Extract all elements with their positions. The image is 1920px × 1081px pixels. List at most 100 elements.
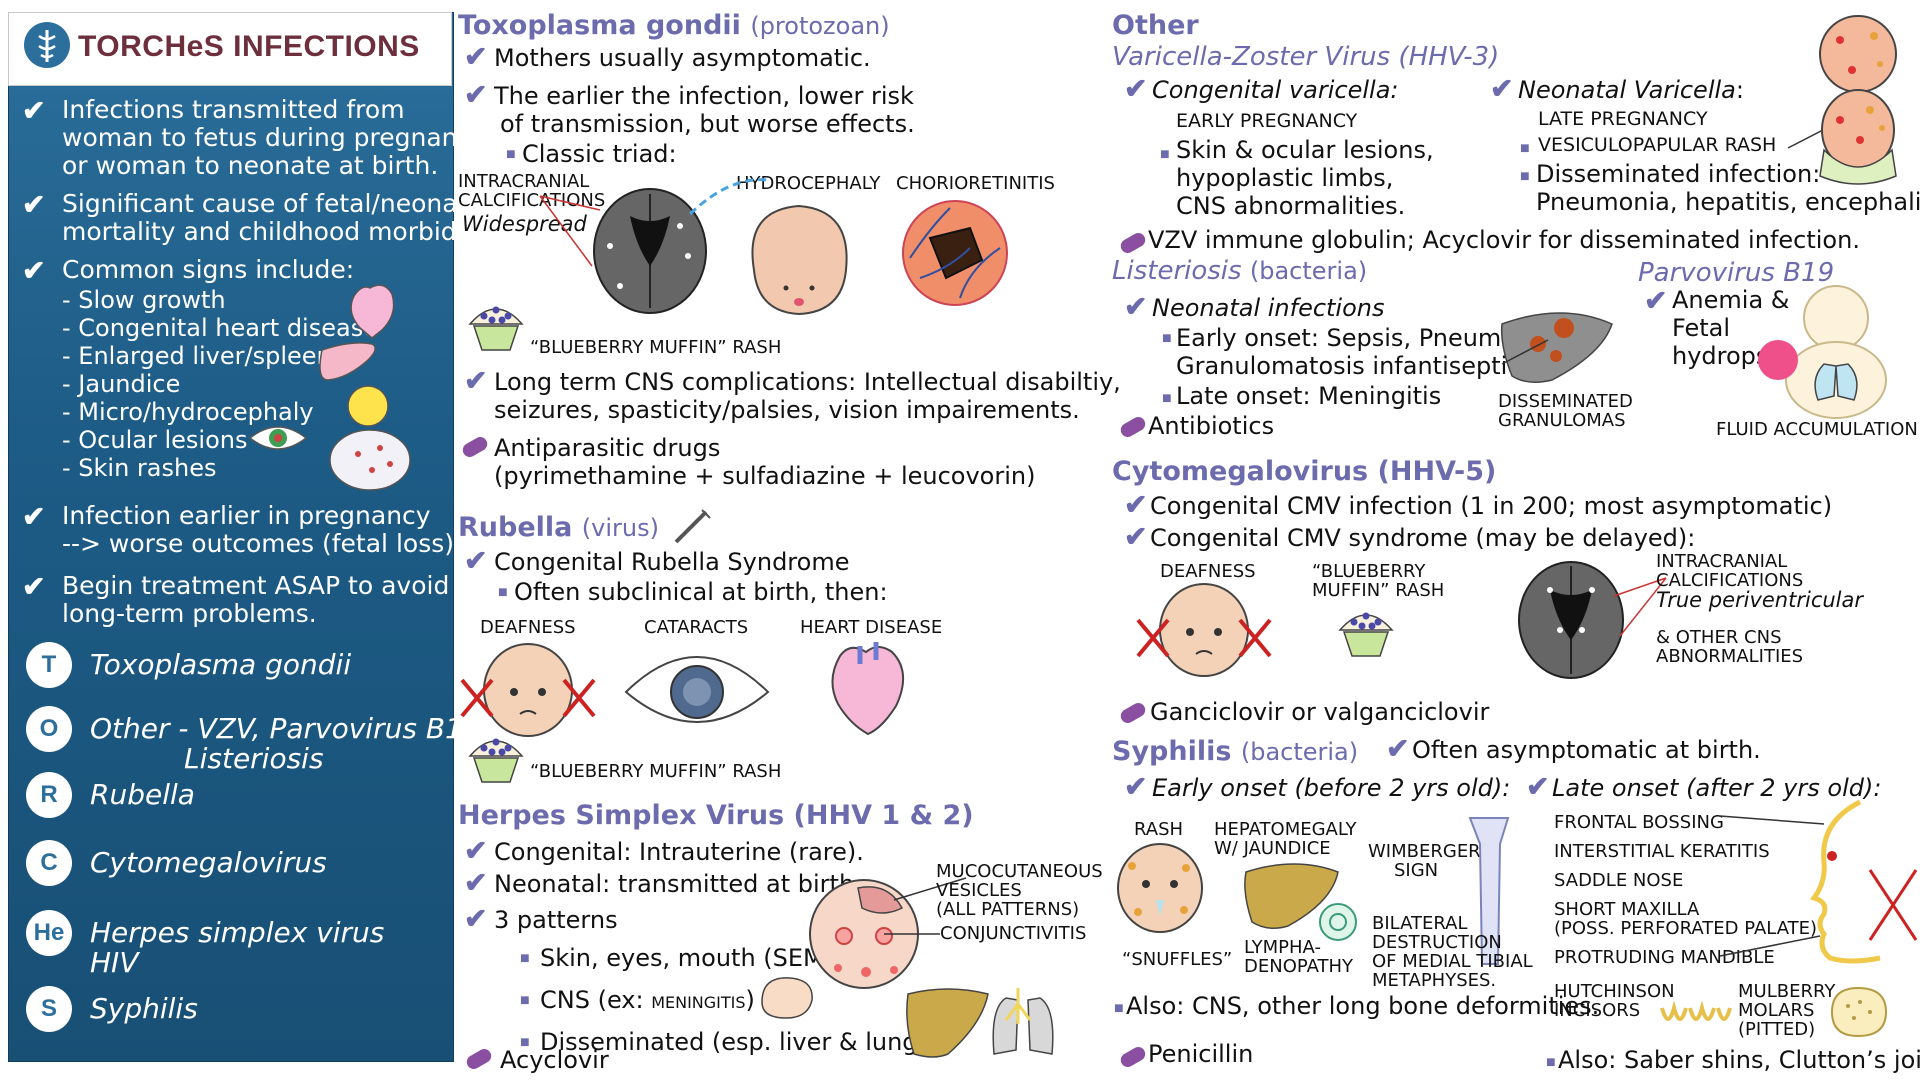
pill-icon — [1118, 414, 1148, 440]
cmv-calc-label: Intracranialcalcifications — [1656, 551, 1804, 591]
title-box — [8, 12, 452, 86]
check-icon: ✔ — [1490, 73, 1514, 104]
acronym-letter-he: He — [26, 910, 72, 956]
syphilis-hepato-label: Hepatomegalyw/ jaundice — [1214, 819, 1357, 859]
cmv-pointer-lines — [1613, 577, 1667, 637]
blueberry-muffin-icon — [1338, 612, 1394, 657]
bullet-icon: ■ — [520, 1034, 530, 1051]
hsv-point-2: Neonatal: transmitted at birth. — [494, 870, 862, 898]
bullet-icon: ■ — [520, 992, 530, 1009]
check-icon: ✔ — [22, 571, 46, 602]
syphilis-snuffles-label: “Snuffles” — [1122, 949, 1233, 970]
check-icon: ✔ — [22, 95, 46, 126]
parvo-header: Parvovirus B19 — [1638, 258, 1835, 288]
syphilis-mulberry-label: Mulberrymolars(pitted) — [1738, 981, 1836, 1040]
heart-organ-icon — [831, 642, 904, 736]
hsv-pattern-1: Skin, eyes, mouth (SEM) — [540, 944, 834, 972]
acronym-letter-s: S — [26, 986, 72, 1032]
cmv-calc-note: True periventricular — [1656, 588, 1864, 612]
acronym-letter-r: R — [26, 772, 72, 818]
syringe-icon — [674, 509, 711, 544]
hsv-treatment: Acyclovir — [500, 1046, 609, 1074]
cmv-point-1: Congenital CMV infection (1 in 200; most… — [1150, 492, 1833, 520]
deaf-baby-face-icon — [460, 643, 596, 737]
bullet-icon: ■ — [1114, 1000, 1124, 1017]
lymph-node-icon — [1319, 903, 1357, 941]
pill-icon — [1118, 1044, 1148, 1070]
sidebar-point-4: Infection earlier in pregnancy--> worse … — [62, 501, 462, 558]
rubella-rash-label: “Blueberry muffin” rash — [530, 761, 782, 782]
check-icon: ✔ — [1124, 489, 1148, 520]
check-icon: ✔ — [22, 189, 46, 220]
heart-icon — [350, 284, 395, 339]
chorioretinitis-eye-icon — [902, 200, 1008, 306]
listeria-early: Early onset: Sepsis, Pneumonia,Granuloma… — [1176, 324, 1561, 380]
acronym-letter-t: T — [26, 642, 72, 688]
hsv-pointer-lines — [884, 877, 967, 935]
check-icon: ✔ — [464, 41, 488, 72]
cmv-brain-icon — [1518, 561, 1624, 679]
rubella-header: Rubella (virus) — [458, 512, 659, 543]
check-icon: ✔ — [1386, 733, 1410, 764]
acronym-label-o: Other - VZV, Parvovirus B19,Listeriosis — [90, 712, 490, 775]
syphilis-also-late: Also: Saber shins, Clutton’s joints — [1558, 1046, 1920, 1074]
bullet-icon: ■ — [1162, 390, 1172, 407]
sidebar-panel — [8, 12, 454, 1062]
hutchinson-teeth-icon — [1660, 1000, 1732, 1021]
syphilis-header: Syphilis (bacteria) — [1112, 736, 1359, 767]
enlarged-liver-icon — [1244, 863, 1339, 929]
toxo-rash-label: “Blueberry muffin” rash — [530, 337, 782, 358]
hsv-conj-label: conjunctivitis — [940, 923, 1087, 944]
hsv-point-1: Congenital: Intrauterine (rare). — [494, 838, 864, 866]
hsv-pattern-2: CNS (ex: meningitis) — [540, 986, 755, 1014]
blueberry-muffin-icon — [468, 306, 524, 351]
check-icon: ✔ — [464, 365, 488, 396]
vzv-congenital-items: Skin & ocular lesions,hypoplastic limbs,… — [1176, 136, 1434, 220]
toxo-point-1: Mothers usually asymptomatic. — [494, 44, 871, 72]
vzv-treatment: VZV immune globulin; Acyclovir for disse… — [1148, 226, 1860, 254]
check-icon: ✔ — [464, 903, 488, 934]
cataract-eye-icon — [624, 656, 770, 723]
hsv-point-3: 3 patterns — [494, 906, 618, 934]
pill-icon — [460, 434, 490, 460]
infant-signs-illustration — [248, 284, 411, 491]
check-icon: ✔ — [1124, 521, 1148, 552]
bullet-icon: ■ — [506, 146, 516, 163]
blueberry-muffin-icon — [468, 738, 524, 783]
vzv-congenital: Congenital varicella: — [1152, 76, 1399, 104]
bullet-icon: ■ — [520, 950, 530, 967]
bullet-icon: ■ — [1520, 140, 1530, 157]
listeria-late: Late onset: Meningitis — [1176, 382, 1442, 410]
bullet-icon: ■ — [1160, 146, 1170, 163]
pill-icon — [1118, 230, 1148, 256]
acronym-label-t: Toxoplasma gondii — [90, 648, 352, 681]
syphilis-also-early: Also: CNS, other long bone deformities. — [1126, 992, 1600, 1020]
vzv-early-preg: Early pregnancy — [1176, 110, 1358, 132]
check-icon: ✔ — [1124, 291, 1148, 322]
bullet-icon: ■ — [498, 584, 508, 601]
brain-calcification-icon — [593, 188, 707, 314]
check-icon: ✔ — [22, 255, 46, 286]
hydro-arrow — [688, 178, 769, 216]
cmv-deaf-face-icon — [1136, 583, 1272, 677]
jaundiced-face-icon — [347, 385, 389, 427]
bullet-icon: ■ — [1162, 330, 1172, 347]
calc-pointer-lines — [539, 195, 601, 267]
syphilis-treatment: Penicillin — [1148, 1040, 1254, 1068]
check-icon: ✔ — [464, 835, 488, 866]
syphilis-early: Early onset (before 2 yrs old): — [1152, 774, 1511, 802]
granuloma-liver-icon — [1500, 312, 1613, 383]
syphilis-point-0: Often asymptomatic at birth. — [1412, 736, 1761, 764]
check-icon: ✔ — [464, 867, 488, 898]
liver-lungs-icon — [906, 988, 1054, 1058]
listeria-header: Listeriosis (bacteria) — [1112, 256, 1368, 286]
rubella-point-1: Congenital Rubella Syndrome — [494, 548, 850, 576]
check-icon: ✔ — [1124, 73, 1148, 104]
listeria-granulomas-label: Disseminatedgranulomas — [1498, 391, 1633, 431]
